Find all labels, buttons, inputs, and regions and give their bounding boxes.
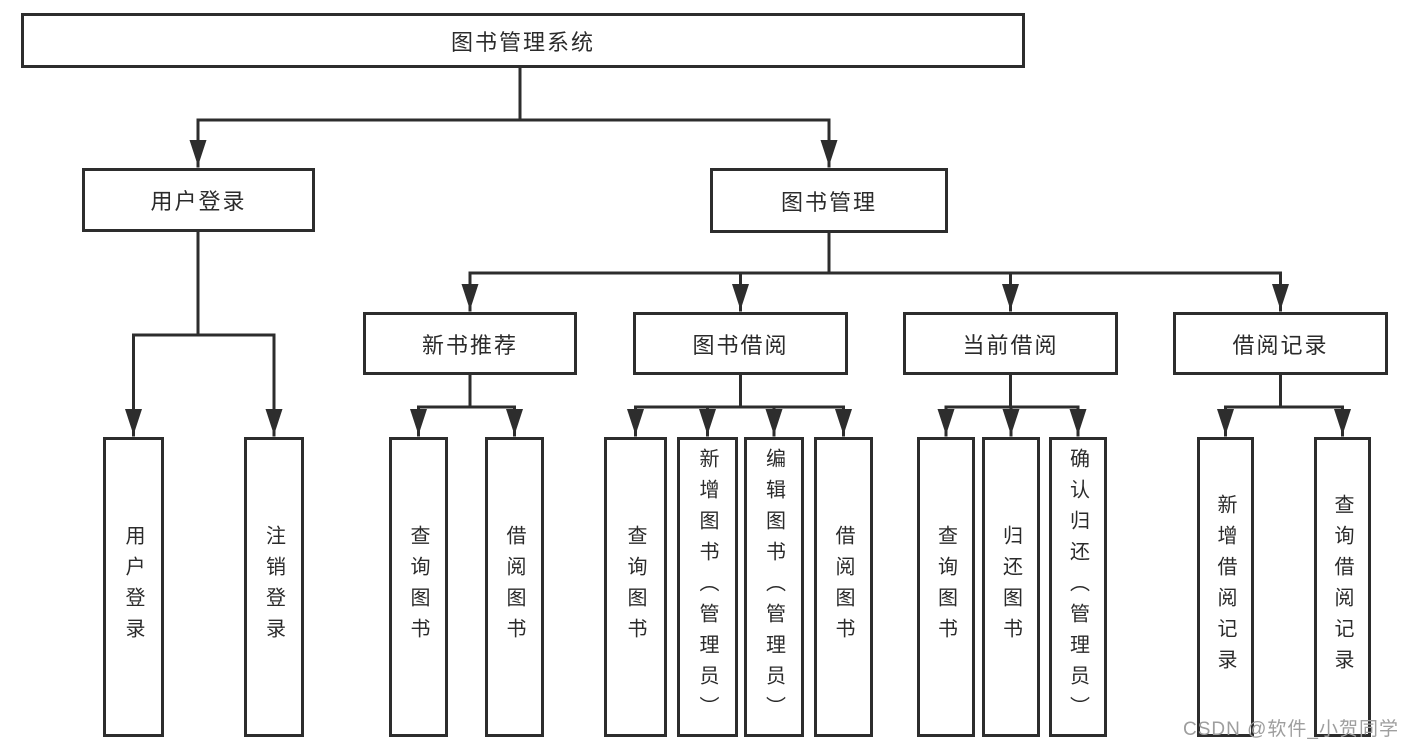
node-label: 新增借阅记录 bbox=[1214, 494, 1236, 680]
watermark: CSDN @软件_小贺同学 bbox=[1183, 719, 1399, 740]
node-label: 查询借阅记录 bbox=[1331, 494, 1353, 680]
node-borrow-books-borrowing: 借阅图书 bbox=[814, 437, 873, 737]
node-logout-item: 注销登录 bbox=[244, 437, 304, 737]
node-borrowing-records: 借阅记录 bbox=[1173, 312, 1388, 375]
node-label: 归还图书 bbox=[999, 525, 1022, 649]
node-new-book-recommendation: 新书推荐 bbox=[363, 312, 577, 375]
node-label: 注销登录 bbox=[262, 525, 285, 649]
node-label: 新增图书（管理员） bbox=[696, 447, 718, 727]
node-user-login: 用户登录 bbox=[82, 168, 315, 232]
node-borrow-books-recommend: 借阅图书 bbox=[485, 437, 544, 737]
node-label: 用户登录 bbox=[122, 525, 144, 649]
node-add-books-admin: 新增图书（管理员） bbox=[677, 437, 738, 737]
node-user-login-item: 用户登录 bbox=[103, 437, 164, 737]
node-library-system: 图书管理系统 bbox=[21, 13, 1025, 68]
node-query-books-borrowing: 查询图书 bbox=[604, 437, 667, 737]
node-label: 查询图书 bbox=[934, 525, 957, 649]
node-label: 查询图书 bbox=[624, 525, 646, 649]
node-confirm-return-admin: 确认归还（管理员） bbox=[1049, 437, 1107, 737]
node-label: 编辑图书（管理员） bbox=[762, 447, 785, 727]
node-label: 查询图书 bbox=[407, 525, 429, 649]
node-label: 借阅图书 bbox=[503, 525, 525, 649]
node-query-books-current: 查询图书 bbox=[917, 437, 975, 737]
node-edit-books-admin: 编辑图书（管理员） bbox=[744, 437, 804, 737]
node-label: 借阅图书 bbox=[832, 525, 854, 649]
node-query-borrow-record: 查询借阅记录 bbox=[1314, 437, 1371, 737]
node-query-books-recommend: 查询图书 bbox=[389, 437, 448, 737]
node-return-books: 归还图书 bbox=[982, 437, 1040, 737]
node-add-borrow-record: 新增借阅记录 bbox=[1197, 437, 1254, 737]
node-book-borrowing: 图书借阅 bbox=[633, 312, 848, 375]
node-current-borrowing: 当前借阅 bbox=[903, 312, 1118, 375]
node-label: 确认归还（管理员） bbox=[1066, 447, 1089, 727]
node-book-management: 图书管理 bbox=[710, 168, 948, 233]
